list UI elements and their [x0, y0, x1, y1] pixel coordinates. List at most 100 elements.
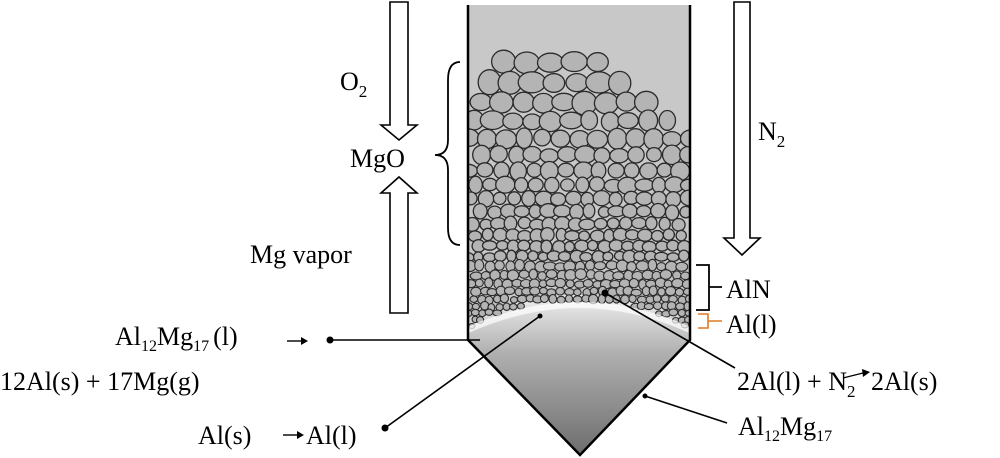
foam-cell [671, 217, 686, 232]
foam-cell [580, 109, 599, 131]
al-liquid-bracket [698, 313, 722, 329]
foam-cell [548, 293, 558, 304]
foam-cell [593, 261, 607, 271]
foam-cell [635, 204, 652, 218]
foam-cell [635, 260, 650, 272]
foam-cell [679, 145, 690, 164]
foam-cell [586, 129, 609, 149]
foam-cell [662, 228, 676, 241]
mg-vapor-up-arrow [378, 175, 420, 314]
nitride-reaction-label: 2Al(l) + N2 [737, 367, 855, 401]
foam-cell [675, 302, 686, 311]
al-melt-product-label: Al(l) [306, 421, 357, 450]
foam-cell [679, 205, 690, 219]
foam-cell [678, 249, 690, 262]
foam-cell [652, 301, 663, 311]
foam-cell [606, 217, 621, 230]
foam-cell [518, 269, 530, 279]
foam-cell [522, 145, 543, 163]
al-melt-target-dot [537, 313, 543, 319]
foam-cell [502, 302, 511, 311]
foam-cell [474, 258, 485, 272]
nitride-reaction-product-label: 2Al(s) [871, 367, 937, 396]
foam-cell [620, 240, 635, 252]
foam-cell [647, 258, 658, 272]
foam-cell [472, 202, 488, 220]
mgo-brace [434, 61, 461, 246]
foam-cell [634, 178, 655, 192]
foam-cell [515, 127, 533, 150]
foam-cell [643, 128, 665, 151]
foam-cell [556, 295, 566, 304]
foam-cell [565, 72, 589, 93]
foam-cell [533, 128, 552, 147]
foam-cell [635, 191, 654, 206]
foam-cell [560, 51, 588, 73]
foam-cell [564, 230, 581, 242]
foam-cell [578, 218, 596, 231]
foam-cell [509, 296, 519, 304]
foam-cell [574, 268, 588, 281]
mgo-label: MgO [350, 144, 405, 173]
foam-cell [666, 239, 680, 252]
foam-cell [479, 110, 506, 131]
foam-cell [513, 51, 541, 75]
foam-cell [468, 128, 480, 147]
foam-cell [484, 308, 494, 316]
foam-cell [584, 259, 596, 272]
foam-cell [540, 226, 555, 243]
foam-cell [671, 278, 684, 289]
foam-cell [582, 202, 596, 219]
foam-cell [471, 302, 481, 311]
foam-cell [592, 189, 611, 207]
crucible-outline [466, 5, 692, 457]
foam-cell [507, 191, 522, 206]
foam-cell [513, 205, 531, 218]
foam-cell [636, 228, 653, 242]
foam-cell [539, 286, 548, 295]
foam-cell [538, 110, 563, 133]
foam-cell [557, 250, 572, 262]
foam-cell [526, 162, 543, 178]
foam-cell [476, 162, 494, 178]
foam-cell [569, 203, 585, 221]
foam-cell [572, 295, 583, 304]
n2-down-arrow [721, 1, 763, 257]
foam-cell [618, 216, 633, 231]
foam-cell [564, 269, 577, 282]
al-melt-pointer [384, 315, 541, 429]
foam-cell [514, 258, 525, 272]
al12mg17-label: Al12Mg17 [738, 412, 832, 445]
mgo-foam-layer [468, 49, 690, 330]
foam-cell [557, 162, 575, 178]
foam-cell [607, 162, 625, 179]
foam-cell [552, 204, 572, 218]
foam-cell [517, 71, 547, 94]
foam-cell [470, 308, 480, 317]
mg-vapor-label: Mg vapor [250, 240, 352, 269]
al12mg17-pointer [644, 395, 728, 424]
foam-cell [654, 251, 669, 262]
foam-cell [661, 130, 682, 148]
foam-cell [481, 240, 498, 251]
foam-cell [574, 145, 597, 164]
foam-cell [492, 227, 508, 242]
al-melt-reactant-label: Al(s) [198, 421, 251, 450]
foam-cell [625, 128, 646, 149]
foam-cell [543, 176, 560, 194]
al12mg17-l-small-arrowhead [301, 337, 308, 345]
foam-cell [623, 162, 640, 179]
foam-cell [489, 216, 507, 231]
foam-cell [516, 302, 525, 310]
foam-cell [527, 250, 539, 262]
foam-cell [643, 302, 654, 311]
foam-cell [656, 162, 673, 178]
aln-label: AlN [726, 275, 771, 304]
foam-cell [621, 203, 638, 219]
foam-cell [532, 92, 555, 114]
foam-cell [481, 227, 494, 242]
foam-cell [628, 294, 637, 304]
foam-cell [563, 240, 576, 253]
foam-cell [469, 295, 479, 303]
foam-cell [589, 286, 599, 296]
